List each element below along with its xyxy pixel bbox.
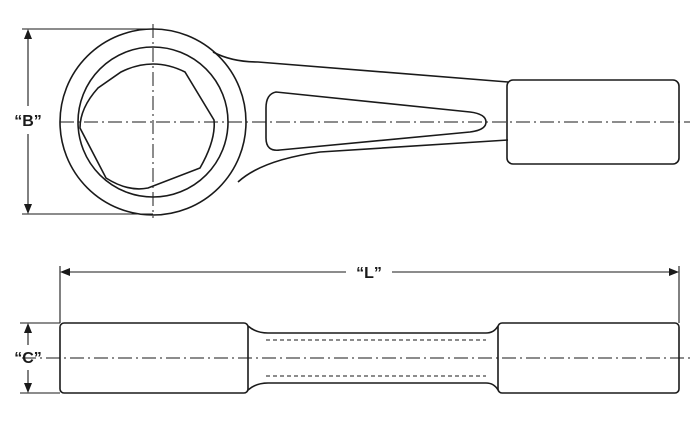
dim-b-label: “B” <box>14 113 42 130</box>
dim-c-arrow-bottom <box>24 383 32 393</box>
dim-l-label: “L” <box>356 265 382 282</box>
hex-opening <box>79 63 216 190</box>
dim-l-arrow-left <box>60 268 70 276</box>
shank-top-edge <box>212 51 509 83</box>
wrench-top-view: “B” <box>14 24 690 218</box>
dim-l-arrow-right <box>669 268 679 276</box>
dim-b-arrow-bottom <box>24 204 32 214</box>
dim-c-arrow-top <box>24 323 32 333</box>
wrench-side-view: “L” “C” <box>14 265 690 394</box>
dim-b-arrow-top <box>24 29 32 39</box>
side-shank-bottom <box>247 382 499 391</box>
shank-bottom-edge <box>237 139 509 183</box>
side-shank-top <box>247 325 499 334</box>
dim-c-label: “C” <box>14 350 42 367</box>
shank-slot <box>265 91 487 152</box>
